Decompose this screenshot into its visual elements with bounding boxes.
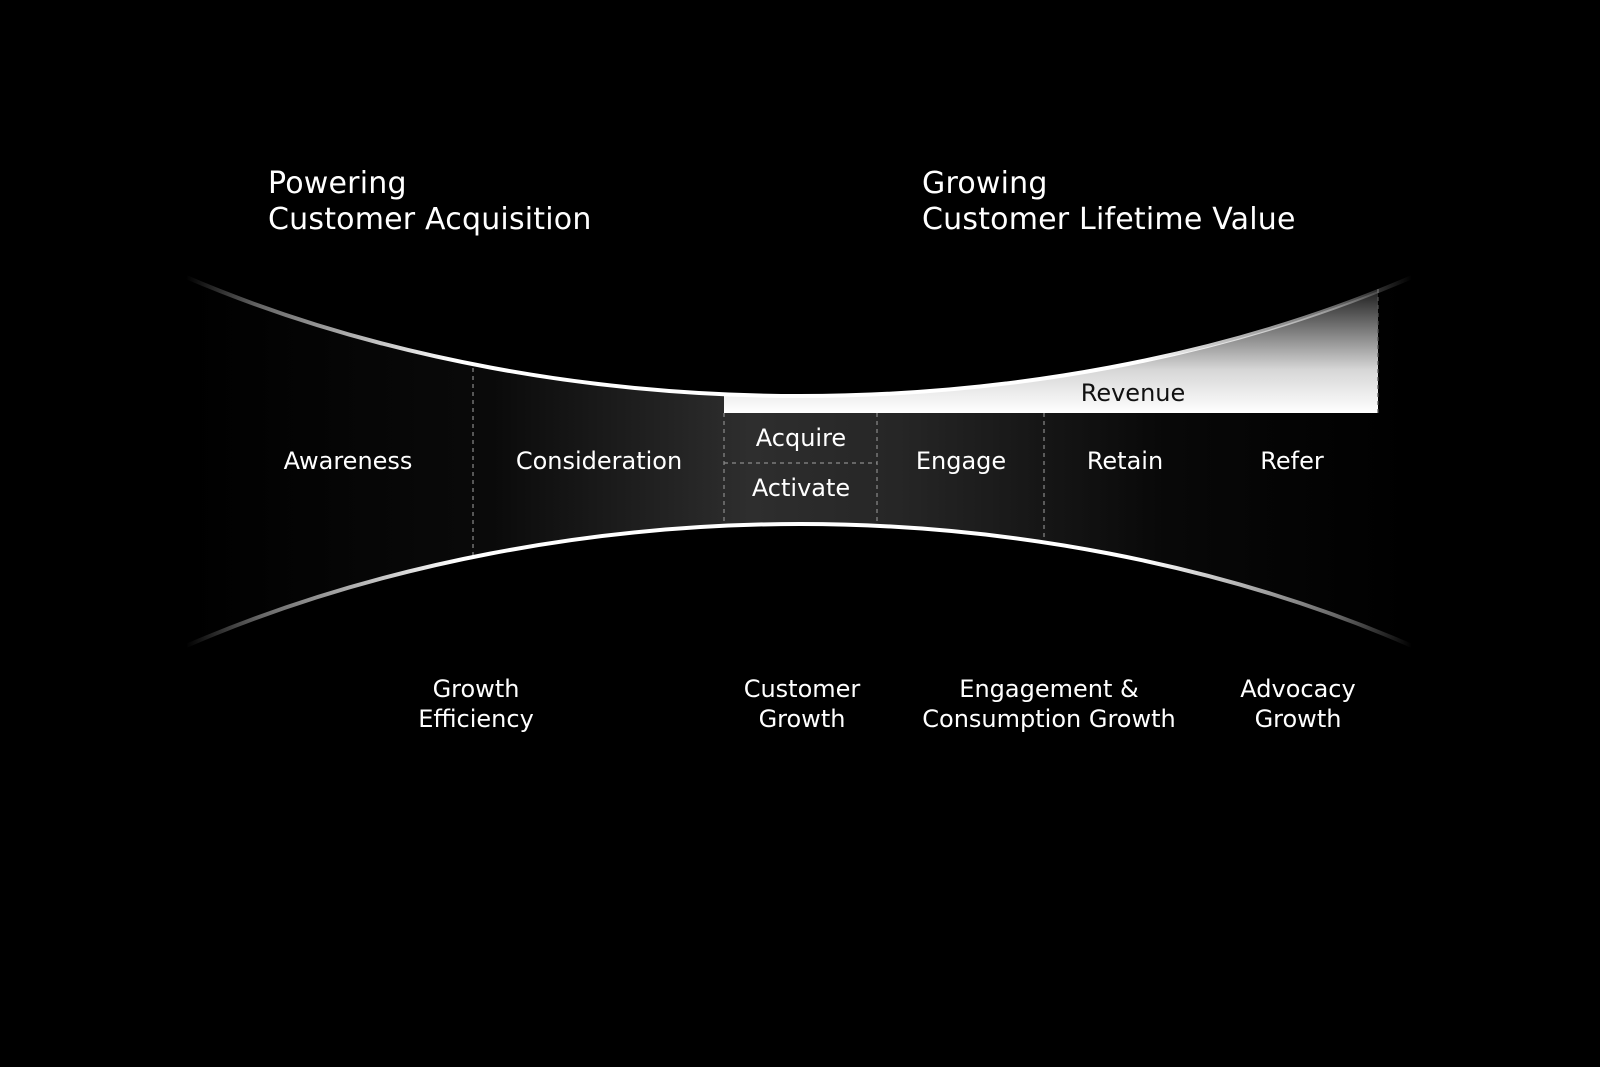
stage-acquire: Acquire [756, 424, 846, 452]
heading-left-line1: Powering [268, 166, 407, 201]
outcome-customer-growth-line2: Growth [758, 705, 846, 733]
outcome-customer-growth-line1: Customer [743, 675, 861, 703]
outcome-growth-efficiency-line2: Efficiency [418, 705, 534, 733]
heading-left-line2: Customer Acquisition [268, 202, 592, 237]
stage-awareness: Awareness [284, 447, 413, 475]
heading-customer-acquisition: Powering Customer Acquisition [268, 166, 592, 238]
stage-consideration: Consideration [516, 447, 682, 475]
outcome-growth-efficiency: Growth Efficiency [326, 674, 626, 734]
funnel-bottom-edge [185, 521, 1413, 648]
revenue-label: Revenue [1081, 379, 1186, 407]
outcome-engagement-line1: Engagement & [959, 675, 1139, 703]
heading-right-line1: Growing [922, 166, 1048, 201]
heading-customer-lifetime-value: Growing Customer Lifetime Value [922, 166, 1296, 238]
outcome-advocacy-growth: Advocacy Growth [1148, 674, 1448, 734]
outcome-engagement-consumption-growth: Engagement & Consumption Growth [899, 674, 1199, 734]
outcome-growth-efficiency-line1: Growth [432, 675, 520, 703]
funnel-top-edge [185, 275, 1413, 399]
stage-activate: Activate [752, 474, 850, 502]
outcome-advocacy-growth-line1: Advocacy [1240, 675, 1356, 703]
revenue-area [724, 289, 1378, 413]
outcome-customer-growth: Customer Growth [652, 674, 952, 734]
heading-right-line2: Customer Lifetime Value [922, 202, 1296, 237]
stage-retain: Retain [1087, 447, 1163, 475]
outcome-advocacy-growth-line2: Growth [1254, 705, 1342, 733]
stage-engage: Engage [916, 447, 1006, 475]
stage-refer: Refer [1260, 447, 1324, 475]
outcome-engagement-line2: Consumption Growth [922, 705, 1176, 733]
